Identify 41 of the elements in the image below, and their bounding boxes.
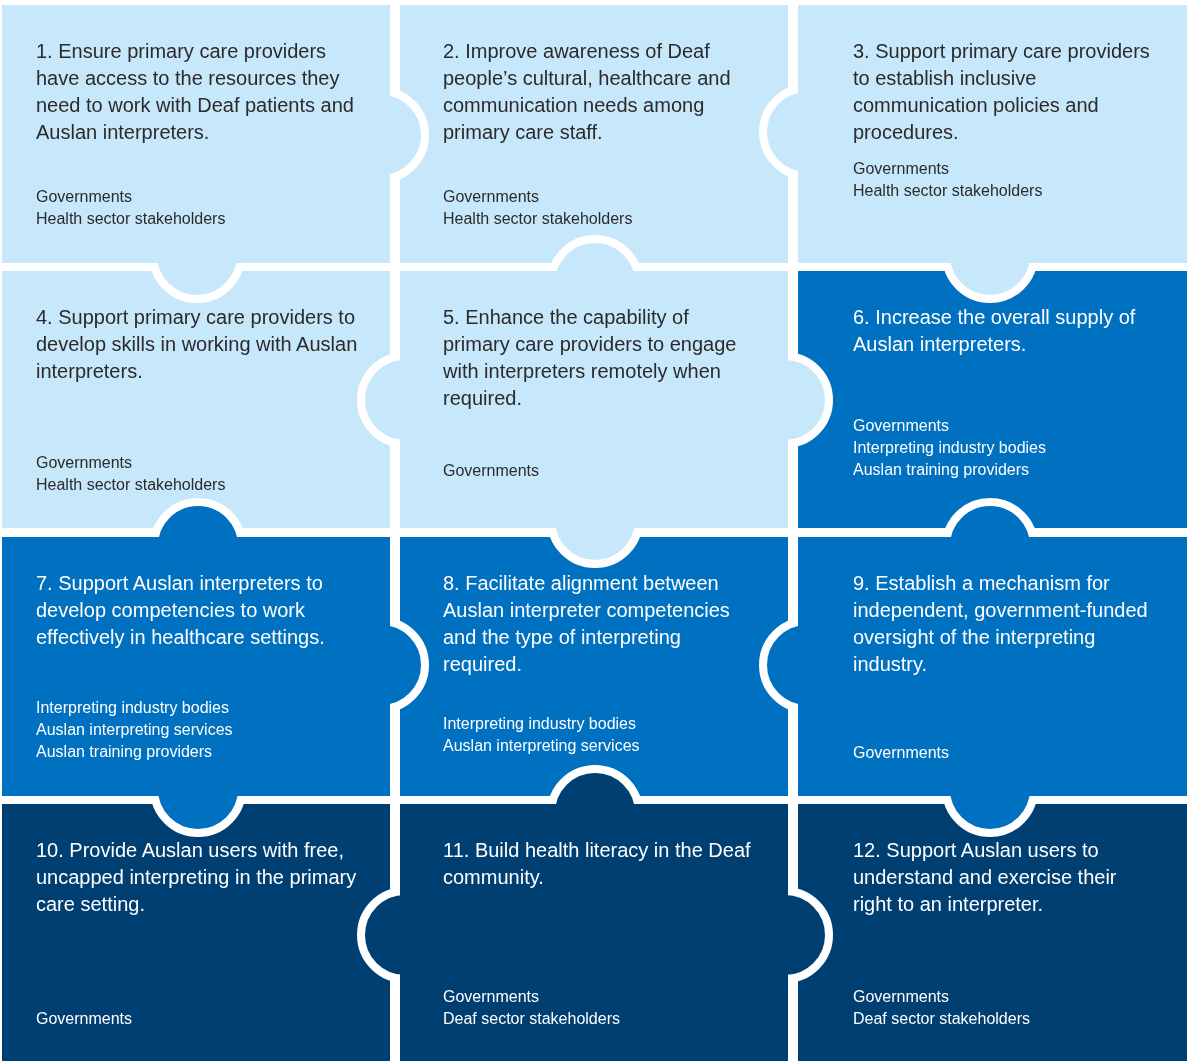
puzzle-piece bbox=[400, 537, 788, 796]
puzzle-piece bbox=[2, 271, 390, 528]
stakeholder-text: Governments bbox=[853, 416, 950, 436]
stakeholder-text: Health sector stakeholders bbox=[443, 209, 633, 229]
stakeholder-text: Interpreting industry bodies bbox=[36, 698, 229, 718]
stakeholder-text: Auslan interpreting services bbox=[36, 720, 233, 740]
puzzle-piece bbox=[400, 5, 788, 263]
goal-text: 12. Support Auslan users to understand and exercise their right to an interpreter. bbox=[853, 838, 1118, 917]
stakeholder-text: Governments bbox=[853, 743, 950, 763]
goal-text: 6. Increase the overall supply of Auslan interpreters. bbox=[853, 305, 1137, 357]
stakeholder-text: Deaf sector stakeholders bbox=[443, 1009, 620, 1029]
stakeholder-text: Auslan interpreting services bbox=[443, 736, 640, 756]
stakeholder-text: Governments bbox=[36, 187, 133, 207]
stakeholder-text: Interpreting industry bodies bbox=[443, 714, 636, 734]
puzzle-piece bbox=[2, 804, 390, 1061]
stakeholder-text: Health sector stakeholders bbox=[853, 181, 1043, 201]
goal-text: 7. Support Auslan interpreters to develop competencies to work effectively in healthcare settings. bbox=[36, 571, 326, 650]
stakeholder-text: Governments bbox=[853, 987, 950, 1007]
stakeholder-text: Governments bbox=[443, 187, 540, 207]
goal-text: 8. Facilitate alignment between Auslan interpreter competencies and the type of interpreting required. bbox=[443, 571, 731, 677]
puzzle-piece bbox=[798, 804, 1187, 1061]
goal-text: 11. Build health literacy in the Deaf community. bbox=[443, 838, 752, 890]
goal-text: 3. Support primary care providers to establish inclusive communication policies and procedures. bbox=[853, 39, 1151, 145]
stakeholder-text: Interpreting industry bodies bbox=[853, 438, 1046, 458]
puzzle-piece bbox=[798, 271, 1187, 528]
stakeholder-text: Health sector stakeholders bbox=[36, 209, 226, 229]
stakeholder-text: Governments bbox=[443, 461, 540, 481]
goal-text: 4. Support primary care providers to develop skills in working with Auslan interpreters. bbox=[36, 305, 359, 384]
stakeholder-text: Governments bbox=[443, 987, 540, 1007]
stakeholder-text: Auslan training providers bbox=[853, 460, 1030, 480]
stakeholder-text: Auslan training providers bbox=[36, 742, 213, 762]
stakeholder-text: Health sector stakeholders bbox=[36, 475, 226, 495]
stakeholder-text: Deaf sector stakeholders bbox=[853, 1009, 1030, 1029]
goal-text: 9. Establish a mechanism for independent, government-funded oversight of the interpreting industry. bbox=[853, 571, 1149, 677]
stakeholder-text: Governments bbox=[853, 159, 950, 179]
goal-text: 5. Enhance the capability of primary care providers to engage with interpreters remotely when required. bbox=[443, 305, 738, 411]
goal-text: 2. Improve awareness of Deaf people’s cultural, healthcare and communication needs among primary care staff. bbox=[443, 39, 732, 145]
stakeholder-text: Governments bbox=[36, 1009, 133, 1029]
goal-text: 1. Ensure primary care providers have access to the resources they need to work with Deaf patients and Auslan interpreters. bbox=[36, 39, 355, 145]
goal-text: 10. Provide Auslan users with free, uncapped interpreting in the primary care setting. bbox=[36, 838, 358, 917]
stakeholder-text: Governments bbox=[36, 453, 133, 473]
